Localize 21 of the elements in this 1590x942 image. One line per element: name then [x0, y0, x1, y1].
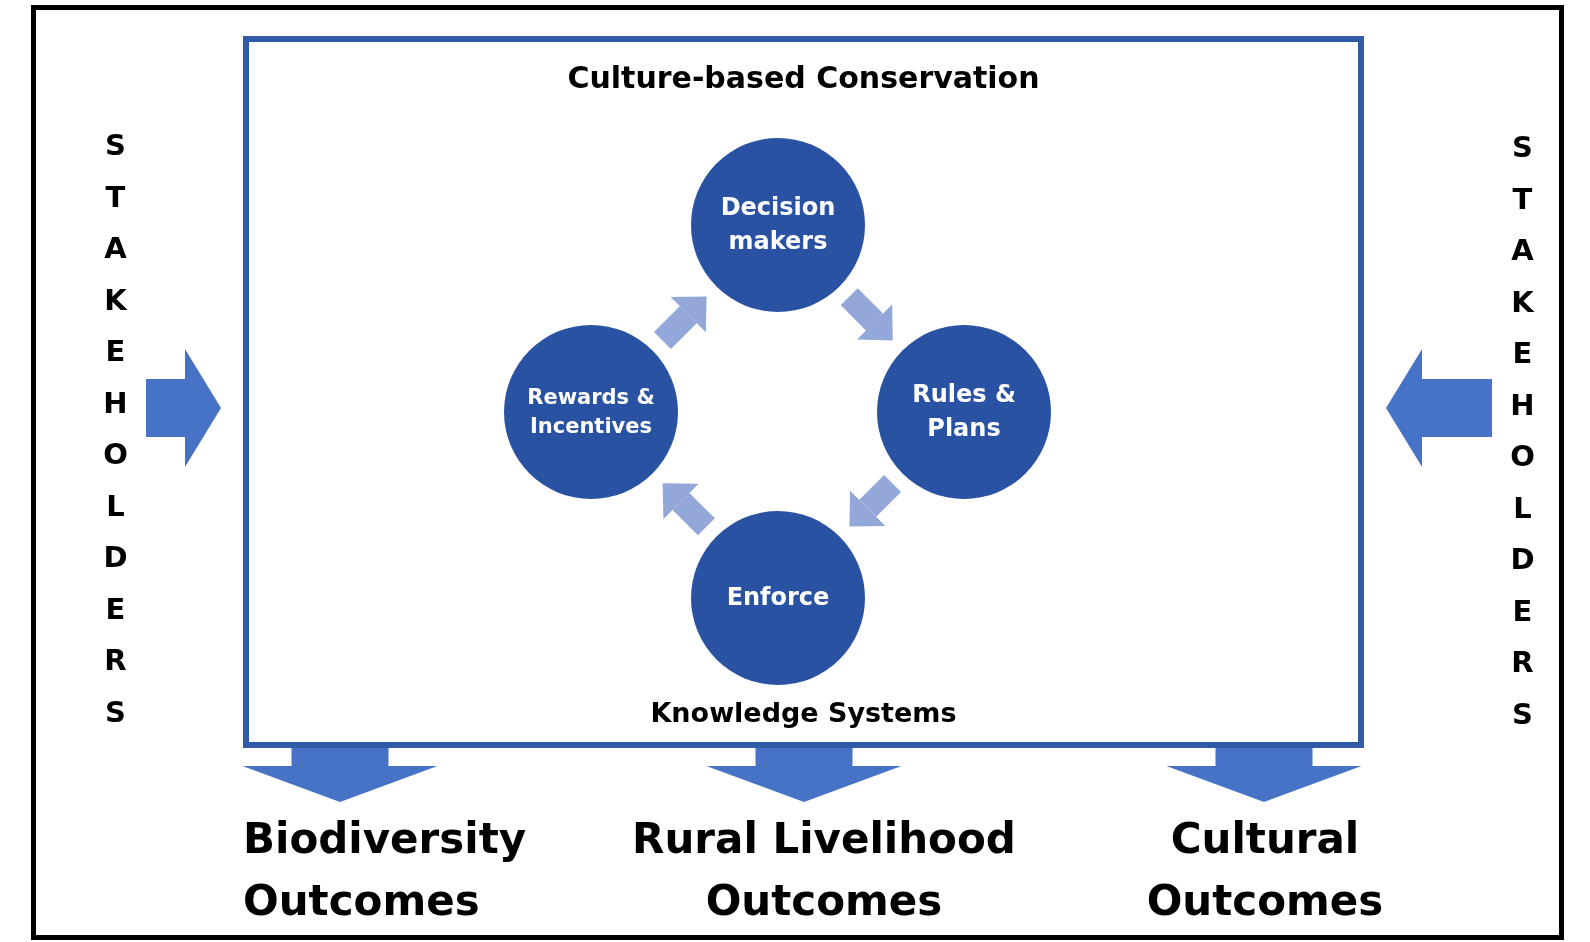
circle-label: Rewards & Incentives: [526, 383, 656, 440]
circle-label: Decision makers: [719, 192, 837, 257]
block-arrow: [242, 748, 438, 802]
block-arrow: [706, 748, 902, 802]
circle-label: Rules & Plans: [911, 379, 1017, 444]
outcome-label: Rural Livelihood Outcomes: [624, 808, 1024, 932]
circle-label: Enforce: [725, 582, 831, 614]
outcome-label: Cultural Outcomes: [1110, 808, 1420, 932]
vertical-label: STAKEHOLDERS: [1508, 122, 1537, 740]
vertical-label: STAKEHOLDERS: [101, 120, 130, 738]
frame-box: [243, 36, 1364, 748]
footer-text: Knowledge Systems: [650, 697, 957, 728]
block-arrow: [146, 349, 221, 467]
block-arrow: [840, 288, 893, 341]
block-arrow: [653, 296, 707, 350]
outcome-label: Biodiversity Outcomes: [243, 808, 563, 932]
block-arrow: [662, 483, 715, 536]
block-arrow: [1166, 748, 1362, 802]
title-text: Culture-based Conservation: [567, 60, 1040, 95]
block-arrow: [849, 474, 902, 527]
block-arrow: [1386, 349, 1492, 467]
